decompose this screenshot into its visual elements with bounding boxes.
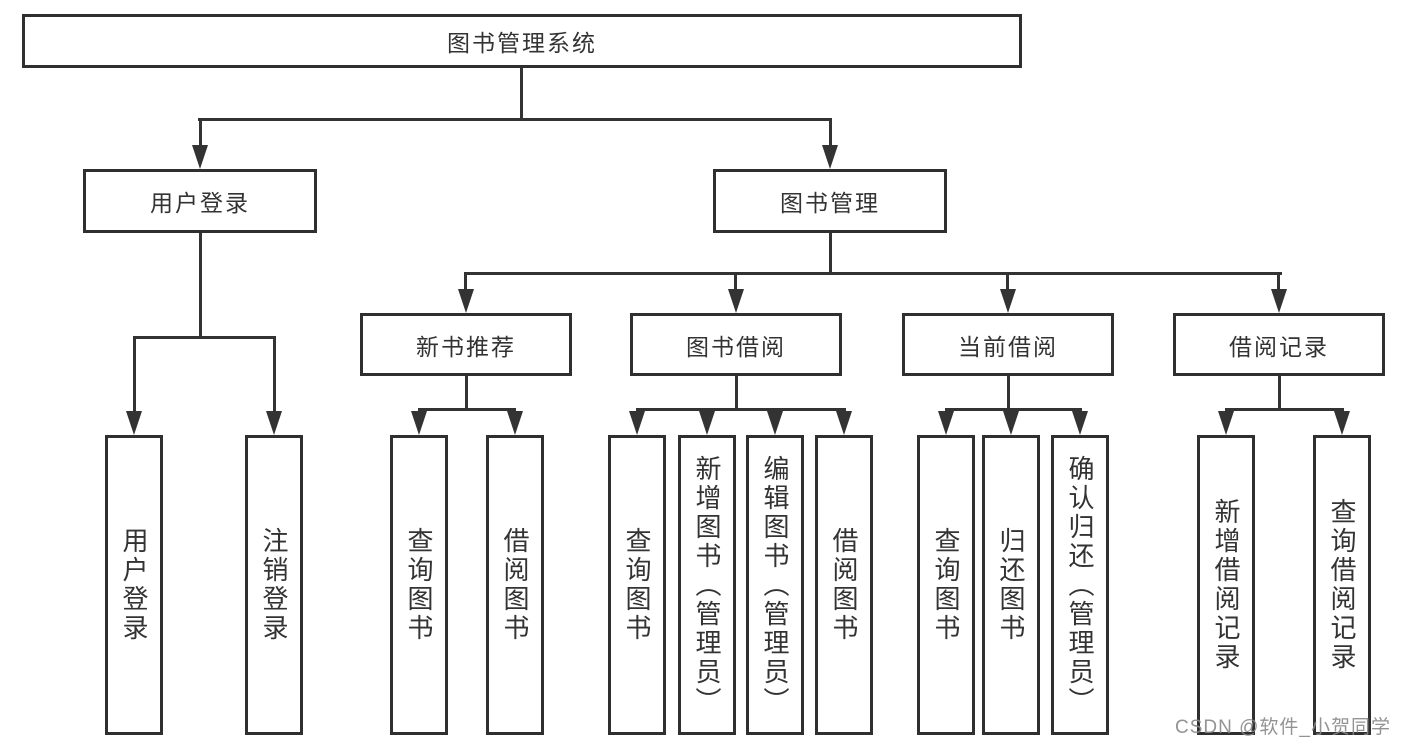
arrow-down-icon (767, 411, 783, 435)
connector-line (829, 118, 832, 147)
arrow-down-icon (836, 411, 852, 435)
node-new-books-label: 新书推荐 (416, 333, 516, 360)
arrow-down-icon (1271, 289, 1287, 313)
connector-line (464, 272, 467, 291)
connector-line (464, 272, 1282, 275)
connector-line (636, 408, 846, 411)
node-user-login-label: 用户登录 (150, 190, 250, 216)
leaf-borrow-query-books-label: 查询图书 (622, 527, 652, 643)
connector-line (1007, 376, 1010, 410)
leaf-current-query-books: 查询图书 (917, 435, 975, 735)
leaf-user-login-label: 用户登录 (119, 527, 149, 643)
arrow-down-icon (1218, 411, 1234, 435)
node-current-borrow: 当前借阅 (902, 313, 1114, 376)
arrow-down-icon (266, 411, 282, 435)
leaf-borrow-add-books-admin-label: 新增图书（管理员） (692, 454, 722, 716)
leaf-current-confirm-return-admin: 确认归还（管理员） (1051, 435, 1109, 735)
leaf-newbooks-borrow-books: 借阅图书 (486, 435, 544, 735)
connector-line (133, 336, 136, 413)
arrow-down-icon (629, 411, 645, 435)
arrow-down-icon (938, 411, 954, 435)
leaf-records-query-record-label: 查询借阅记录 (1327, 498, 1357, 672)
leaf-user-login: 用户登录 (105, 435, 163, 735)
connector-line (734, 272, 737, 291)
leaf-newbooks-query-books-label: 查询图书 (404, 527, 434, 643)
node-book-mgmt-label: 图书管理 (780, 190, 880, 216)
connector-line (198, 118, 832, 121)
leaf-borrow-edit-books-admin-label: 编辑图书（管理员） (760, 454, 790, 716)
connector-line (465, 376, 468, 410)
node-book-mgmt: 图书管理 (713, 169, 947, 233)
leaf-borrow-edit-books-admin: 编辑图书（管理员） (746, 435, 804, 735)
arrow-down-icon (699, 411, 715, 435)
arrow-down-icon (507, 411, 523, 435)
arrow-down-icon (1072, 411, 1088, 435)
leaf-logout-label: 注销登录 (259, 527, 289, 643)
connector-line (945, 408, 1082, 411)
leaf-borrow-borrow-books-label: 借阅图书 (829, 527, 859, 643)
arrow-down-icon (411, 411, 427, 435)
connector-line (1277, 272, 1280, 291)
leaf-current-return-books: 归还图书 (982, 435, 1040, 735)
leaf-newbooks-borrow-books-label: 借阅图书 (500, 527, 530, 643)
leaf-borrow-query-books: 查询图书 (608, 435, 666, 735)
leaf-records-add-record-label: 新增借阅记录 (1211, 498, 1241, 672)
arrow-down-icon (458, 289, 474, 313)
connector-line (418, 408, 516, 411)
csdn-watermark: CSDN @软件_小贺同学 (1175, 717, 1391, 738)
connector-line (273, 336, 276, 413)
arrow-down-icon (1334, 411, 1350, 435)
leaf-current-return-books-label: 归还图书 (996, 527, 1026, 643)
connector-line (1225, 408, 1344, 411)
leaf-borrow-borrow-books: 借阅图书 (815, 435, 873, 735)
connector-line (1006, 272, 1009, 291)
leaf-current-confirm-return-admin-label: 确认归还（管理员） (1065, 454, 1095, 716)
leaf-logout: 注销登录 (245, 435, 303, 735)
leaf-records-add-record: 新增借阅记录 (1197, 435, 1255, 735)
arrow-down-icon (126, 411, 142, 435)
arrow-down-icon (728, 289, 744, 313)
connector-line (133, 336, 275, 339)
node-borrow-records: 借阅记录 (1173, 313, 1385, 376)
arrow-down-icon (1003, 411, 1019, 435)
node-borrow-records-label: 借阅记录 (1229, 333, 1329, 360)
arrow-down-icon (822, 145, 838, 169)
leaf-newbooks-query-books: 查询图书 (390, 435, 448, 735)
arrow-down-icon (192, 145, 208, 169)
leaf-records-query-record: 查询借阅记录 (1313, 435, 1371, 735)
node-book-borrow-label: 图书借阅 (686, 333, 786, 360)
leaf-current-query-books-label: 查询图书 (931, 527, 961, 643)
connector-line (199, 233, 202, 338)
connector-line (520, 68, 523, 119)
node-root-label: 图书管理系统 (447, 30, 597, 56)
arrow-down-icon (1000, 289, 1016, 313)
node-current-borrow-label: 当前借阅 (958, 333, 1058, 360)
connector-line (829, 233, 832, 274)
node-user-login: 用户登录 (83, 169, 317, 233)
node-book-borrow: 图书借阅 (630, 313, 842, 376)
node-root-library-system: 图书管理系统 (22, 14, 1022, 68)
connector-line (735, 376, 738, 410)
node-new-books: 新书推荐 (360, 313, 572, 376)
connector-line (199, 118, 202, 147)
leaf-borrow-add-books-admin: 新增图书（管理员） (678, 435, 736, 735)
connector-line (1278, 376, 1281, 410)
